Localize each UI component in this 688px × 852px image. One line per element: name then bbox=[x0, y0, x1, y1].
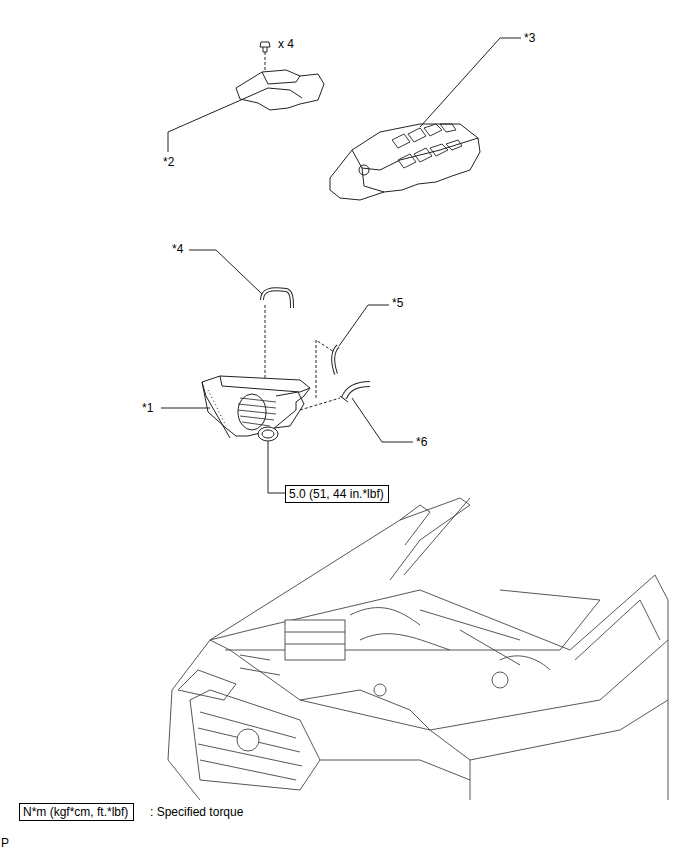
callout-number: *2 bbox=[163, 155, 174, 169]
legend-text: : Specified torque bbox=[150, 805, 243, 819]
engine-cover bbox=[330, 38, 521, 200]
air-cleaner-assembly bbox=[161, 376, 310, 493]
hose bbox=[316, 305, 389, 398]
page-mark: P bbox=[1, 836, 9, 850]
hose bbox=[300, 384, 413, 442]
box-text: 5.0 (51, 44 in.*lbf) bbox=[289, 487, 384, 501]
callout-number: *1 bbox=[142, 401, 153, 415]
vehicle-front bbox=[168, 498, 668, 800]
small-engine-cover bbox=[168, 70, 324, 152]
torque-value: 5.0 (51, 44 in.*lbf) bbox=[285, 485, 389, 503]
callout-number: *5 bbox=[392, 296, 403, 310]
callout-number: *3 bbox=[524, 31, 535, 45]
box-text: N*m (kgf*cm, ft.*lbf) bbox=[23, 805, 128, 819]
quantity: x 4 bbox=[278, 37, 294, 51]
hose bbox=[189, 250, 292, 395]
callout-number: *4 bbox=[172, 242, 183, 256]
callout-number: *6 bbox=[416, 435, 427, 449]
legend-unit-box: N*m (kgf*cm, ft.*lbf) bbox=[19, 803, 134, 821]
